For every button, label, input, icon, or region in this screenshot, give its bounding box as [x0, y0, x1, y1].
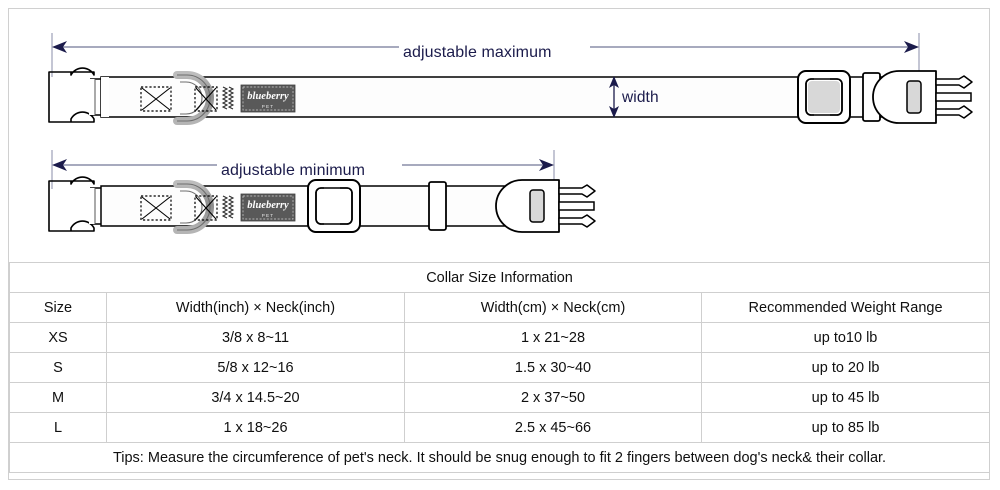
- prong-lower-bottom: [558, 214, 596, 228]
- male-buckle-bottom: [495, 179, 596, 233]
- stitch-box-right-top: [194, 86, 218, 112]
- width-arrow-down: [609, 106, 619, 118]
- cell-cm: 2 x 37~50: [404, 382, 702, 413]
- header-weight: Recommended Weight Range: [700, 292, 991, 323]
- brand-tag-text-bottom: blueberry: [247, 200, 289, 211]
- cell-weight: up to10 lb: [700, 322, 991, 353]
- cell-weight: up to 45 lb: [700, 382, 991, 413]
- brand-tag-top: blueberry PET: [240, 84, 296, 113]
- prong-lower: [935, 105, 973, 119]
- dim-arrow-right-min: [539, 159, 554, 171]
- collar-size-table-wrap: Collar Size Information Size Width(inch)…: [8, 262, 991, 473]
- d-ring-bottom: [173, 180, 214, 234]
- header-cm: Width(cm) × Neck(cm): [404, 292, 702, 323]
- collar-diagram-area: blueberry PET: [9, 9, 989, 259]
- brand-tag-sub-top: PET: [262, 104, 275, 109]
- male-buckle-top: [872, 70, 973, 124]
- brand-tag-sub-bottom: PET: [262, 213, 275, 218]
- brand-tag-bottom: blueberry PET: [240, 193, 296, 222]
- outer-frame-border: [8, 8, 990, 480]
- table-tips-row: Tips: Measure the circumference of pet's…: [8, 442, 991, 473]
- dim-arrow-left-min: [52, 159, 67, 171]
- cell-size: L: [9, 412, 107, 443]
- cell-inch: 3/8 x 8~11: [106, 322, 405, 353]
- cell-size: XS: [9, 322, 107, 353]
- female-buckle-top: [48, 67, 95, 123]
- cell-cm: 2.5 x 45~66: [404, 412, 702, 443]
- cell-inch: 3/4 x 14.5~20: [106, 382, 405, 413]
- stitch-box-right-bottom: [194, 195, 218, 221]
- stitch-box-left-top: [140, 86, 172, 112]
- slider-buckle-top: [797, 70, 851, 124]
- adjustable-minimum-label: adjustable minimum: [221, 162, 366, 179]
- tips-text: Tips: Measure the circumference of pet's…: [8, 442, 991, 473]
- d-ring-top: [173, 71, 214, 125]
- cell-weight: up to 85 lb: [700, 412, 991, 443]
- width-label: width: [622, 89, 659, 106]
- prong-upper: [935, 75, 973, 89]
- cell-cm: 1 x 21~28: [404, 322, 702, 353]
- stitch-box-left-bottom: [140, 195, 172, 221]
- table-title-row: Collar Size Information: [8, 262, 991, 293]
- cell-cm: 1.5 x 30~40: [404, 352, 702, 383]
- width-dimension-top: [609, 76, 619, 118]
- collar-size-table: Collar Size Information Size Width(inch)…: [8, 262, 991, 473]
- dim-arrow-left-max: [52, 41, 67, 53]
- cell-inch: 1 x 18~26: [106, 412, 405, 443]
- prong-middle: [935, 92, 972, 102]
- table-row: XS 3/8 x 8~11 1 x 21~28 up to10 lb: [9, 322, 991, 353]
- prong-upper-bottom: [558, 184, 596, 198]
- slider-buckle-bottom: [307, 179, 361, 233]
- table-row: S 5/8 x 12~16 1.5 x 30~40 up to 20 lb: [9, 352, 991, 383]
- dim-arrow-right-max: [904, 41, 919, 53]
- brand-tag-text-top: blueberry: [247, 91, 289, 102]
- header-inch: Width(inch) × Neck(inch): [106, 292, 405, 323]
- prong-middle-bottom: [558, 201, 595, 211]
- table-header-row: Size Width(inch) × Neck(inch) Width(cm) …: [9, 292, 991, 323]
- cell-size: S: [9, 352, 107, 383]
- header-size: Size: [9, 292, 107, 323]
- cell-size: M: [9, 382, 107, 413]
- bottom-collar-group: blueberry PET: [48, 150, 596, 234]
- webbing-strap-top: [100, 76, 915, 118]
- table-row: M 3/4 x 14.5~20 2 x 37~50 up to 45 lb: [9, 382, 991, 413]
- keeper-loop-bottom: [428, 181, 447, 231]
- collar-diagram-svg: blueberry PET: [48, 33, 973, 234]
- table-title: Collar Size Information: [8, 262, 991, 293]
- adjustable-maximum-label: adjustable maximum: [403, 44, 552, 61]
- zigzag-stitch-top: [221, 86, 235, 110]
- table-row: L 1 x 18~26 2.5 x 45~66 up to 85 lb: [9, 412, 991, 443]
- top-collar-group: blueberry PET: [48, 33, 973, 125]
- zigzag-stitch-bottom: [221, 195, 235, 219]
- cell-inch: 5/8 x 12~16: [106, 352, 405, 383]
- female-buckle-bottom: [48, 176, 95, 232]
- width-arrow-up: [609, 76, 619, 88]
- cell-weight: up to 20 lb: [700, 352, 991, 383]
